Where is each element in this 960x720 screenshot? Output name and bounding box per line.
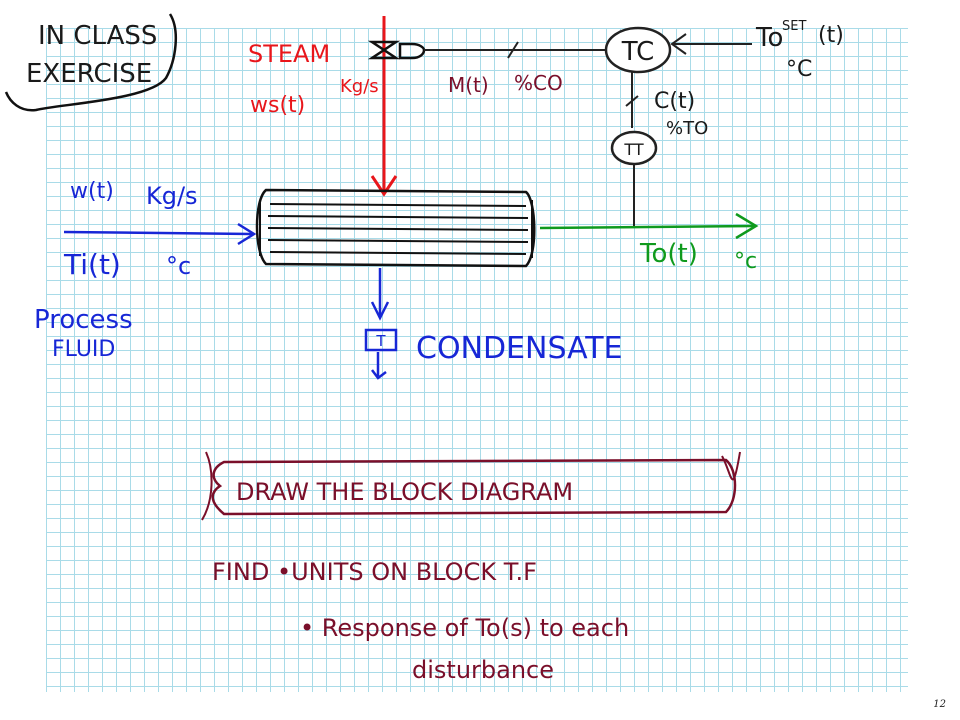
setpoint-label: To [755, 23, 783, 53]
page-number: 12 [933, 699, 946, 710]
measurement-label: C(t) [654, 89, 695, 114]
outlet-line [539, 224, 755, 230]
tube-5 [269, 251, 527, 255]
controller-output-units: %CO [514, 71, 563, 95]
instruction-line2: • Response of To(s) to each [300, 614, 629, 642]
steam-label: STEAM [248, 40, 330, 68]
trap-label: T [375, 332, 386, 350]
steam-flow-label: ws(t) [250, 93, 305, 118]
trap-outlet-arrow [371, 369, 387, 380]
steam-arrow-head [370, 175, 398, 197]
steam-units: Kg/s [340, 76, 379, 97]
steam-group: STEAM ws(t) Kg/s [248, 16, 426, 197]
steam-trap-icon [364, 328, 398, 352]
header-line1: IN CLASS [38, 21, 157, 51]
measurement-hash-mark [625, 95, 639, 107]
setpoint-time: (t) [818, 23, 844, 48]
signal-hash-mark [507, 41, 519, 59]
inlet-temp-label: Ti(t) [63, 248, 121, 281]
valve-actuator-icon [398, 42, 426, 60]
outlet-group: To(t) °c [539, 212, 759, 274]
outlet-temp-units: °c [734, 249, 757, 274]
tube-1 [269, 203, 527, 207]
condensate-arrow-head [370, 301, 390, 321]
inlet-temp-units: °c [166, 252, 191, 280]
graph-paper-grid [46, 28, 908, 692]
controller-output-label: M(t) [448, 73, 489, 97]
instruction-line1: FIND •UNITS ON BLOCK T.F [212, 558, 537, 586]
tube-4 [267, 239, 529, 243]
header-group: IN CLASS EXERCISE [4, 13, 177, 112]
temperature-controller-icon [604, 26, 672, 74]
instructions-group: FIND •UNITS ON BLOCK T.F • Response of T… [212, 558, 629, 684]
transmitter-label: TT [623, 140, 643, 159]
task-banner-text: DRAW THE BLOCK DIAGRAM [236, 478, 573, 506]
process-name-line1: Process [34, 305, 133, 335]
header-bracket [4, 13, 177, 112]
tube-3 [267, 227, 529, 231]
condensate-label: CONDENSATE [416, 331, 623, 366]
process-name-line2: FLUID [52, 337, 115, 362]
process-flow-label: w(t) [70, 179, 114, 204]
header-line2: EXERCISE [26, 59, 152, 89]
instruction-line3: disturbance [412, 656, 554, 684]
controller-label: TC [621, 37, 655, 67]
process-inlet-arrow-head [237, 222, 257, 246]
measurement-units: %TO [666, 118, 708, 139]
process-inlet-line [63, 230, 253, 236]
condensate-group: T CONDENSATE [364, 268, 623, 380]
tube-2 [267, 215, 529, 219]
outlet-arrow-head [735, 212, 759, 240]
process-inlet-group: w(t) Kg/s Ti(t) °c Process FLUID [34, 179, 257, 362]
banner-curl-left [201, 451, 213, 521]
outlet-temp-label: To(t) [639, 239, 698, 269]
banner-curl-right [721, 451, 741, 481]
control-valve-icon [367, 40, 401, 60]
control-group: M(t) %CO TC To SET (t) °C C(t) %TO TT [424, 19, 844, 228]
heat-exchanger-group [255, 188, 536, 268]
process-flow-units: Kg/s [146, 182, 198, 210]
setpoint-units: °C [786, 57, 812, 82]
setpoint-arrow-head [670, 33, 687, 55]
task-banner-scroll [211, 458, 737, 516]
task-banner-group: DRAW THE BLOCK DIAGRAM [201, 451, 741, 521]
setpoint-sup: SET [782, 19, 806, 34]
